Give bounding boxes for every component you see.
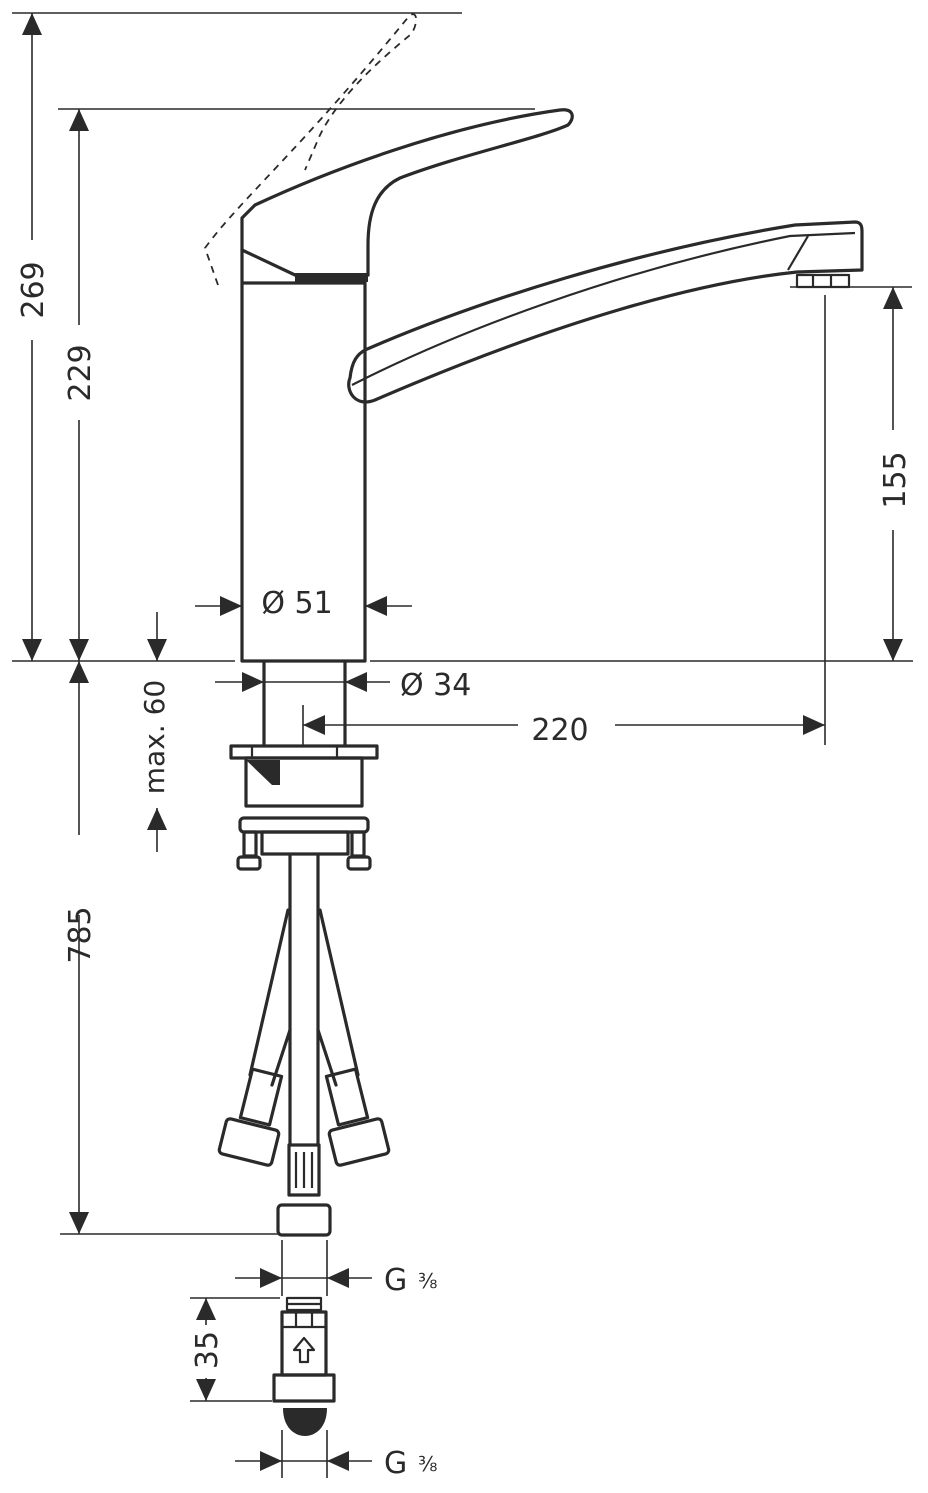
dim-g38-bottom-label: G [384, 1446, 407, 1481]
dim-269-label: 269 [16, 261, 51, 318]
dimension-220: 220 [302, 705, 825, 748]
dimension-269: 269 [16, 13, 51, 661]
dim-g38-top-label: G [384, 1263, 407, 1298]
dim-229-label: 229 [63, 344, 98, 401]
dim-34-label: Ø 34 [400, 668, 471, 703]
spout [347, 220, 864, 404]
dim-51-label: Ø 51 [261, 586, 332, 621]
shank-and-mounting [229, 660, 379, 871]
dim-max-60-label: max. 60 [138, 680, 171, 794]
dim-155-label: 155 [878, 451, 913, 508]
dim-35-label: 35 [190, 1331, 225, 1369]
dim-785-label: 785 [63, 906, 98, 963]
dimension-max-60: max. 60 [138, 612, 171, 852]
dimension-adapter-thread: G ⅜ [235, 1446, 437, 1481]
dimension-785: 785 [63, 661, 98, 1234]
dim-g38-bottom-fraction: ⅜ [418, 1452, 437, 1476]
reference-lines [12, 12, 913, 1235]
dimension-229: 229 [63, 109, 98, 661]
dimension-body-diameter: Ø 51 [195, 586, 412, 621]
supply-hoses [217, 853, 391, 1237]
dim-g38-top-fraction: ⅜ [418, 1269, 437, 1293]
dimension-35: 35 [190, 1297, 280, 1402]
lever-handle [203, 13, 574, 286]
dimension-shank-diameter: Ø 34 [215, 668, 471, 703]
dim-220-label: 220 [531, 713, 588, 748]
connection-adapter [272, 1240, 336, 1478]
dimension-hose-thread: G ⅜ [235, 1263, 437, 1298]
faucet-body [240, 281, 367, 663]
dimension-155: 155 [824, 287, 913, 745]
